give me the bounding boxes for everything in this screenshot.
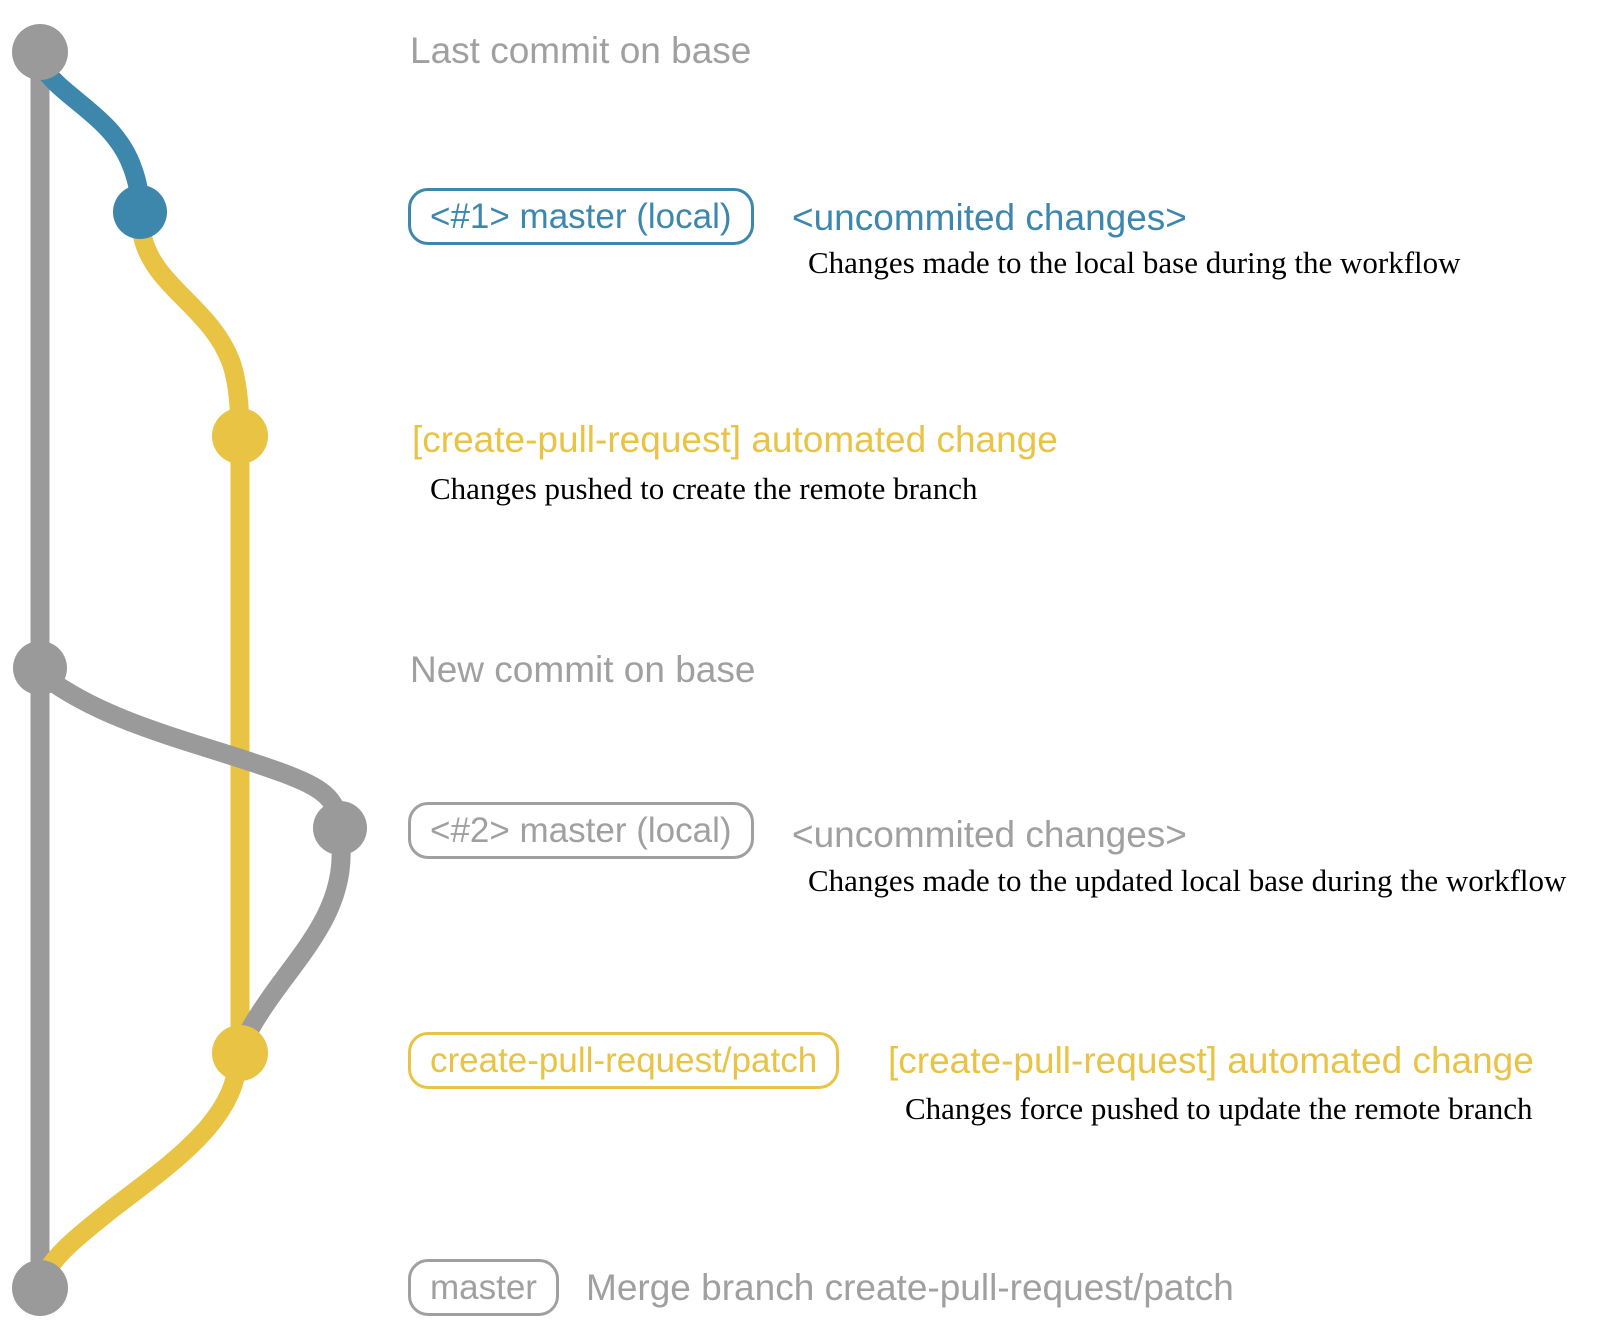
commit-node-last-base	[12, 24, 68, 80]
commit-message-uncommited-1: <uncommited changes>	[792, 197, 1187, 238]
annotation-new-commit-on-base: New commit on base	[410, 649, 756, 690]
commit-message-automated-change-2: [create-pull-request] automated change	[888, 1040, 1534, 1081]
commit-note-2: Changes pushed to create the remote bran…	[430, 471, 978, 506]
branch-badge-master-merged: master	[408, 1259, 559, 1316]
remote2-to-merge-curve	[31, 1058, 247, 1293]
branch-badge-create-pull-request-patch: create-pull-request/patch	[408, 1032, 840, 1089]
commit-message-uncommited-2: <uncommited changes>	[792, 814, 1187, 855]
commit-node-merge	[12, 1260, 68, 1316]
local1-to-remote1-curve	[132, 224, 250, 446]
local2-to-remote2-curve	[232, 838, 351, 1060]
commit-message-automated-change-1: [create-pull-request] automated change	[412, 419, 1058, 460]
base-to-local2-curve	[34, 666, 350, 836]
commit-node-remote-2	[212, 1025, 268, 1081]
commit-node-local-2	[313, 801, 367, 855]
commit-node-new-base	[13, 641, 67, 695]
commit-note-3: Changes made to the updated local base d…	[808, 863, 1567, 898]
branch-badge-master-local-2: <#2> master (local)	[408, 802, 754, 859]
commit-message-merge: Merge branch create-pull-request/patch	[586, 1267, 1234, 1308]
commit-note-4: Changes force pushed to update the remot…	[905, 1091, 1533, 1126]
branch-badge-master-local-1: <#1> master (local)	[408, 188, 754, 245]
git-graph	[12, 24, 367, 1316]
commit-node-local-1	[113, 185, 167, 239]
annotation-last-commit-on-base: Last commit on base	[410, 30, 752, 71]
commit-node-remote-1	[212, 408, 268, 464]
commit-note-1: Changes made to the local base during th…	[808, 245, 1461, 280]
